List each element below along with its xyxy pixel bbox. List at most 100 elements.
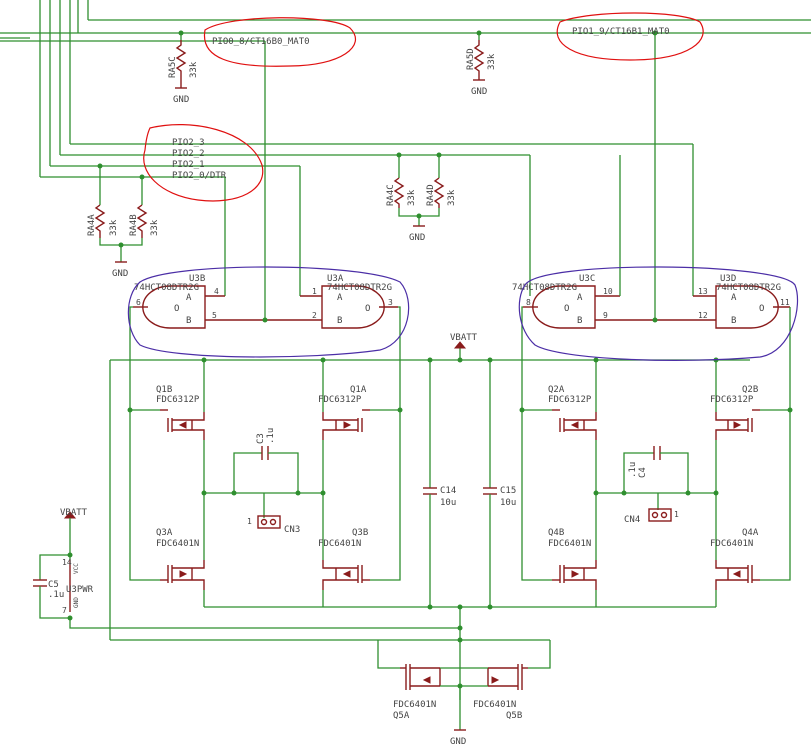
svg-text:CN3: CN3	[284, 525, 300, 535]
connector-cn4: CN4 1	[624, 493, 679, 525]
mosfet-q1a: Q1A FDC6312P	[318, 385, 370, 440]
u3b-name: U3B	[189, 274, 205, 284]
vbatt-left-label: VBATT	[60, 508, 88, 518]
mosfet-q1b: Q1B FDC6312P	[156, 385, 205, 440]
svg-text:Q5A: Q5A	[393, 711, 410, 721]
svg-text:Q2B: Q2B	[742, 385, 758, 395]
svg-text:B: B	[186, 316, 191, 326]
mosfet-q2b: Q2B FDC6312P	[710, 385, 760, 440]
capacitor-c3: C3 .1u	[233, 428, 299, 493]
net-label-pio1-9: PIO1_9/CT16B1_MAT0	[572, 27, 670, 37]
svg-text:FDC6401N: FDC6401N	[156, 539, 199, 549]
u3d-part: 74HCT08DTR2G	[716, 283, 781, 293]
svg-text:10u: 10u	[440, 498, 456, 508]
svg-text:.1u: .1u	[48, 590, 64, 600]
gate-drive-wires	[127, 306, 793, 581]
connector-cn3: CN3 1	[247, 493, 300, 535]
svg-text:11: 11	[780, 298, 790, 307]
bus-wires	[0, 0, 811, 320]
svg-text:1: 1	[674, 510, 679, 519]
svg-text:A: A	[577, 293, 583, 303]
ra5d-label: RA5D	[466, 48, 476, 70]
svg-text:2: 2	[312, 311, 317, 320]
vbatt-top-label: VBATT	[450, 333, 478, 343]
svg-text:FDC6401N: FDC6401N	[393, 700, 436, 710]
svg-text:12: 12	[698, 311, 708, 320]
svg-text:FDC6312P: FDC6312P	[156, 395, 200, 405]
net-label-pio2-3: PIO2_3	[172, 138, 205, 148]
resistor-ra5d: RA5D 33k GND	[466, 40, 497, 97]
ra4-gnd: GND	[112, 269, 128, 279]
svg-text:6: 6	[136, 298, 141, 307]
resistor-pair-ra4a-ra4b: RA4A 33k RA4B 33k GND	[87, 163, 160, 279]
svg-text:4: 4	[214, 287, 219, 296]
net-label-pio0-8: PIO0_8/CT16B0_MAT0	[212, 37, 310, 47]
svg-text:O: O	[365, 304, 370, 314]
net-label-pio2-0: PIO2_0/DTR	[172, 171, 227, 181]
u3a-name: U3A	[327, 274, 344, 284]
capacitor-c15: C15 10u	[483, 360, 516, 607]
svg-text:Q1B: Q1B	[156, 385, 172, 395]
mosfet-q4a: Q4A FDC6401N	[710, 528, 760, 590]
left-h-bridge: Q1B FDC6312P Q1A FDC6312P C3 .1u	[156, 385, 370, 607]
svg-text:3: 3	[388, 298, 393, 307]
red-circle-pio2	[143, 124, 264, 202]
u3b-part: 74HCT08DTR2G	[134, 283, 199, 293]
svg-text:Q4A: Q4A	[742, 528, 759, 538]
svg-text:Q1A: Q1A	[350, 385, 367, 395]
svg-text:C5: C5	[48, 580, 59, 590]
svg-text:5: 5	[212, 311, 217, 320]
purple-circle-right-gates	[518, 266, 799, 361]
ra5d-gnd: GND	[471, 87, 487, 97]
capacitor-c14: C14 10u	[423, 360, 456, 607]
svg-text:O: O	[174, 304, 179, 314]
gate-u3c: O A B U3C 74HCT08DTR2G 8 10 9	[512, 155, 655, 329]
ra5c-value: 33k	[189, 61, 199, 78]
red-circle-pio0-8	[203, 17, 356, 67]
svg-text:1: 1	[247, 517, 252, 526]
svg-text:Q3B: Q3B	[352, 528, 368, 538]
ra4b-label: RA4B	[129, 214, 139, 236]
mosfet-q5a: FDC6401N Q5A	[393, 664, 441, 721]
svg-text:FDC6401N: FDC6401N	[548, 539, 591, 549]
svg-text:C15: C15	[500, 486, 516, 496]
red-circle-pio1-9	[556, 12, 704, 61]
svg-text:A: A	[731, 293, 737, 303]
svg-text:FDC6401N: FDC6401N	[318, 539, 361, 549]
svg-text:C4: C4	[638, 467, 648, 478]
svg-text:9: 9	[603, 311, 608, 320]
svg-text:10u: 10u	[500, 498, 516, 508]
svg-text:.1u: .1u	[266, 428, 276, 444]
svg-text:Q2A: Q2A	[548, 385, 565, 395]
svg-text:FDC6401N: FDC6401N	[710, 539, 753, 549]
svg-text:C14: C14	[440, 486, 456, 496]
svg-text:Q5B: Q5B	[506, 711, 522, 721]
svg-text:O: O	[759, 304, 764, 314]
svg-text:B: B	[731, 316, 736, 326]
mosfet-q4b: Q4B FDC6401N	[548, 528, 597, 590]
svg-text:13: 13	[698, 287, 708, 296]
svg-text:Q3A: Q3A	[156, 528, 173, 538]
ra5c-gnd: GND	[173, 95, 189, 105]
net-label-pio2-1: PIO2_1	[172, 160, 205, 170]
bottom-gnd-label: GND	[450, 737, 466, 747]
u3a-part: 74HCT08DTR2G	[327, 283, 392, 293]
resistor-ra5c: RA5C 33k GND	[168, 40, 199, 105]
ra4cd-gnd: GND	[409, 233, 425, 243]
ra4c-value: 33k	[407, 189, 417, 206]
ra4c-label: RA4C	[386, 184, 396, 206]
gate-u3d: A B O U3D 74HCT08DTR2G 13 12 11	[652, 274, 790, 329]
low-side-switches: FDC6401N Q5A FDC6401N Q5B GND	[110, 639, 551, 747]
ra4d-value: 33k	[447, 189, 457, 206]
right-h-bridge: Q2A FDC6312P Q2B FDC6312P .1u C4	[548, 385, 760, 607]
svg-text:O: O	[564, 304, 569, 314]
svg-text:VCC: VCC	[73, 563, 80, 574]
annotations	[127, 12, 799, 361]
power-unit-u3pwr: VBATT 14 7 VCC GND U3PWR C5 .1u	[33, 508, 460, 629]
svg-text:14: 14	[62, 558, 72, 567]
u3pwr-label: U3PWR	[66, 585, 94, 595]
capacitor-c4: .1u C4	[623, 446, 689, 493]
net-labels: PIO0_8/CT16B0_MAT0 PIO1_9/CT16B1_MAT0 PI…	[172, 27, 670, 181]
u3c-part: 74HCT08DTR2G	[512, 283, 577, 293]
